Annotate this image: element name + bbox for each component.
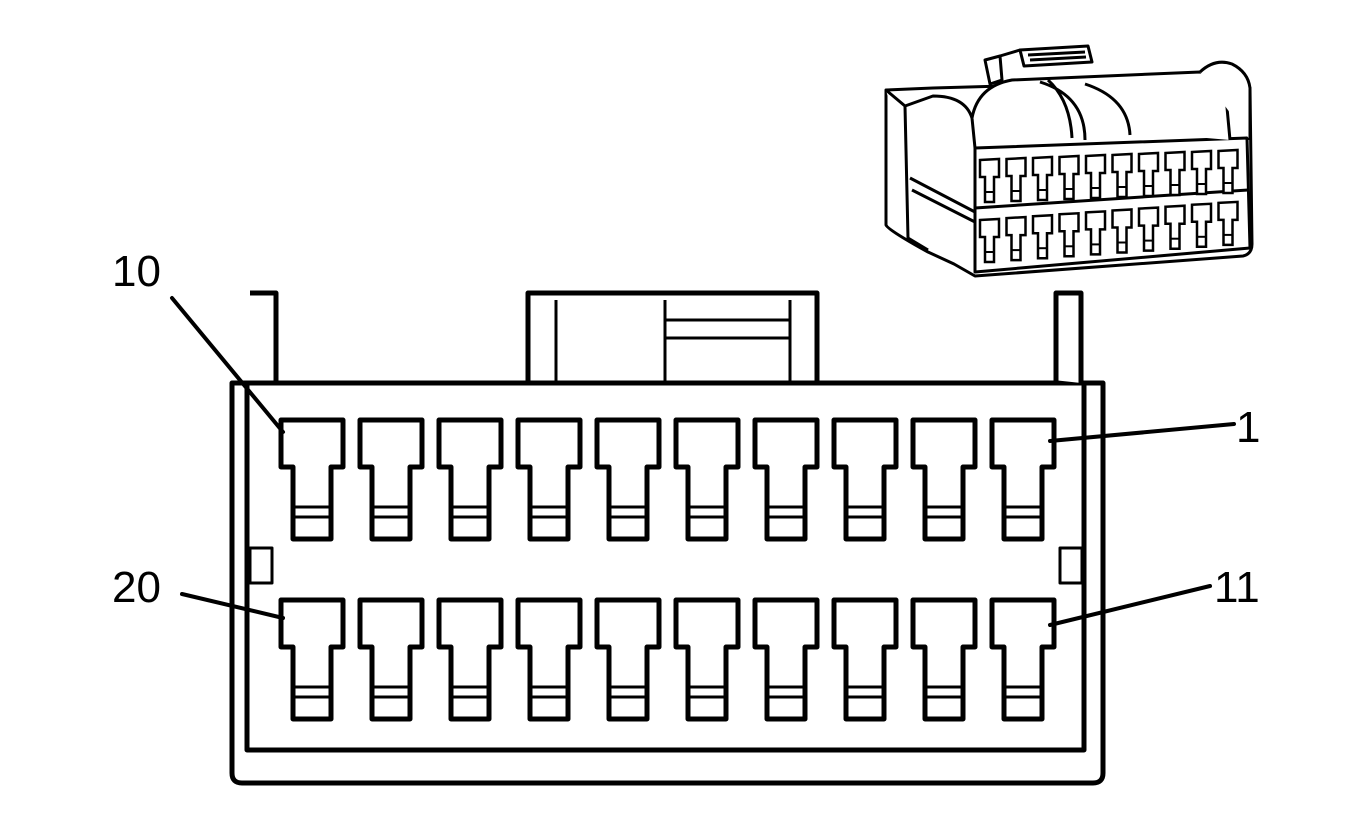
iso-terminal-top-7 bbox=[1058, 154, 1080, 201]
terminal-bottom-19 bbox=[357, 597, 425, 722]
iso-terminal-bottom-15 bbox=[1111, 208, 1133, 254]
iso-terminal-bottom-16 bbox=[1084, 210, 1107, 256]
iso-terminal-top-2 bbox=[1190, 149, 1213, 196]
leader-pin-10 bbox=[170, 296, 285, 434]
terminal-bottom-13 bbox=[831, 597, 899, 722]
pin-row-bottom bbox=[278, 597, 1057, 722]
terminal-bottom-17 bbox=[515, 597, 583, 722]
terminal-bottom-11 bbox=[989, 597, 1057, 722]
connector-outer-shell bbox=[229, 380, 1106, 786]
label-pin-1: 1 bbox=[1236, 403, 1260, 452]
terminal-top-7 bbox=[515, 417, 583, 542]
label-pin-20: 20 bbox=[112, 563, 161, 612]
terminal-top-1 bbox=[989, 417, 1057, 542]
terminal-bottom-15 bbox=[673, 597, 741, 722]
iso-latch bbox=[983, 44, 1094, 86]
terminal-bottom-20 bbox=[278, 597, 346, 722]
terminal-top-5 bbox=[673, 417, 741, 542]
iso-terminal-top-10 bbox=[978, 157, 1001, 204]
terminal-bottom-14 bbox=[752, 597, 820, 722]
iso-terminal-top-6 bbox=[1084, 153, 1107, 200]
iso-terminal-bottom-13 bbox=[1164, 204, 1186, 250]
terminal-top-2 bbox=[910, 417, 978, 542]
iso-terminal-bottom-18 bbox=[1031, 213, 1054, 260]
terminal-bottom-12 bbox=[910, 597, 978, 722]
right-key bbox=[1058, 546, 1084, 585]
leader-pin-20 bbox=[180, 592, 285, 620]
iso-terminal-bottom-11 bbox=[1217, 200, 1239, 247]
terminal-bottom-18 bbox=[436, 597, 504, 722]
terminal-top-4 bbox=[752, 417, 820, 542]
terminal-top-9 bbox=[357, 417, 425, 542]
connector-inner-cavity bbox=[244, 380, 1087, 753]
iso-terminal-top-3 bbox=[1164, 150, 1186, 197]
terminal-top-10 bbox=[278, 417, 346, 542]
label-pin-11: 11 bbox=[1214, 563, 1260, 612]
iso-pin-row-top bbox=[978, 148, 1239, 204]
terminal-top-3 bbox=[831, 417, 899, 542]
iso-terminal-top-9 bbox=[1005, 156, 1027, 203]
pin-row-top bbox=[278, 417, 1057, 542]
iso-terminal-top-1 bbox=[1217, 148, 1239, 195]
terminal-top-6 bbox=[594, 417, 662, 542]
iso-terminal-top-5 bbox=[1111, 152, 1133, 199]
iso-terminal-top-8 bbox=[1031, 155, 1054, 202]
leader-pin-1 bbox=[1048, 422, 1236, 443]
iso-terminal-bottom-20 bbox=[978, 217, 1001, 264]
label-pin-10: 10 bbox=[112, 247, 161, 296]
terminal-top-8 bbox=[436, 417, 504, 542]
latch-detail bbox=[554, 300, 792, 383]
leader-pin-11 bbox=[1048, 584, 1212, 627]
iso-terminal-bottom-19 bbox=[1005, 215, 1027, 262]
iso-terminal-bottom-12 bbox=[1190, 202, 1213, 249]
iso-terminal-bottom-14 bbox=[1137, 206, 1160, 252]
pin-callouts: 10 1 20 11 bbox=[112, 247, 1260, 627]
iso-pin-row-bottom bbox=[978, 200, 1239, 264]
terminal-bottom-16 bbox=[594, 597, 662, 722]
connector-front-view bbox=[229, 290, 1106, 786]
iso-terminal-bottom-17 bbox=[1058, 211, 1080, 258]
iso-terminal-top-4 bbox=[1137, 151, 1160, 198]
left-key bbox=[248, 546, 274, 585]
connector-isometric-view bbox=[884, 44, 1254, 278]
iso-right-ear bbox=[1198, 60, 1252, 140]
